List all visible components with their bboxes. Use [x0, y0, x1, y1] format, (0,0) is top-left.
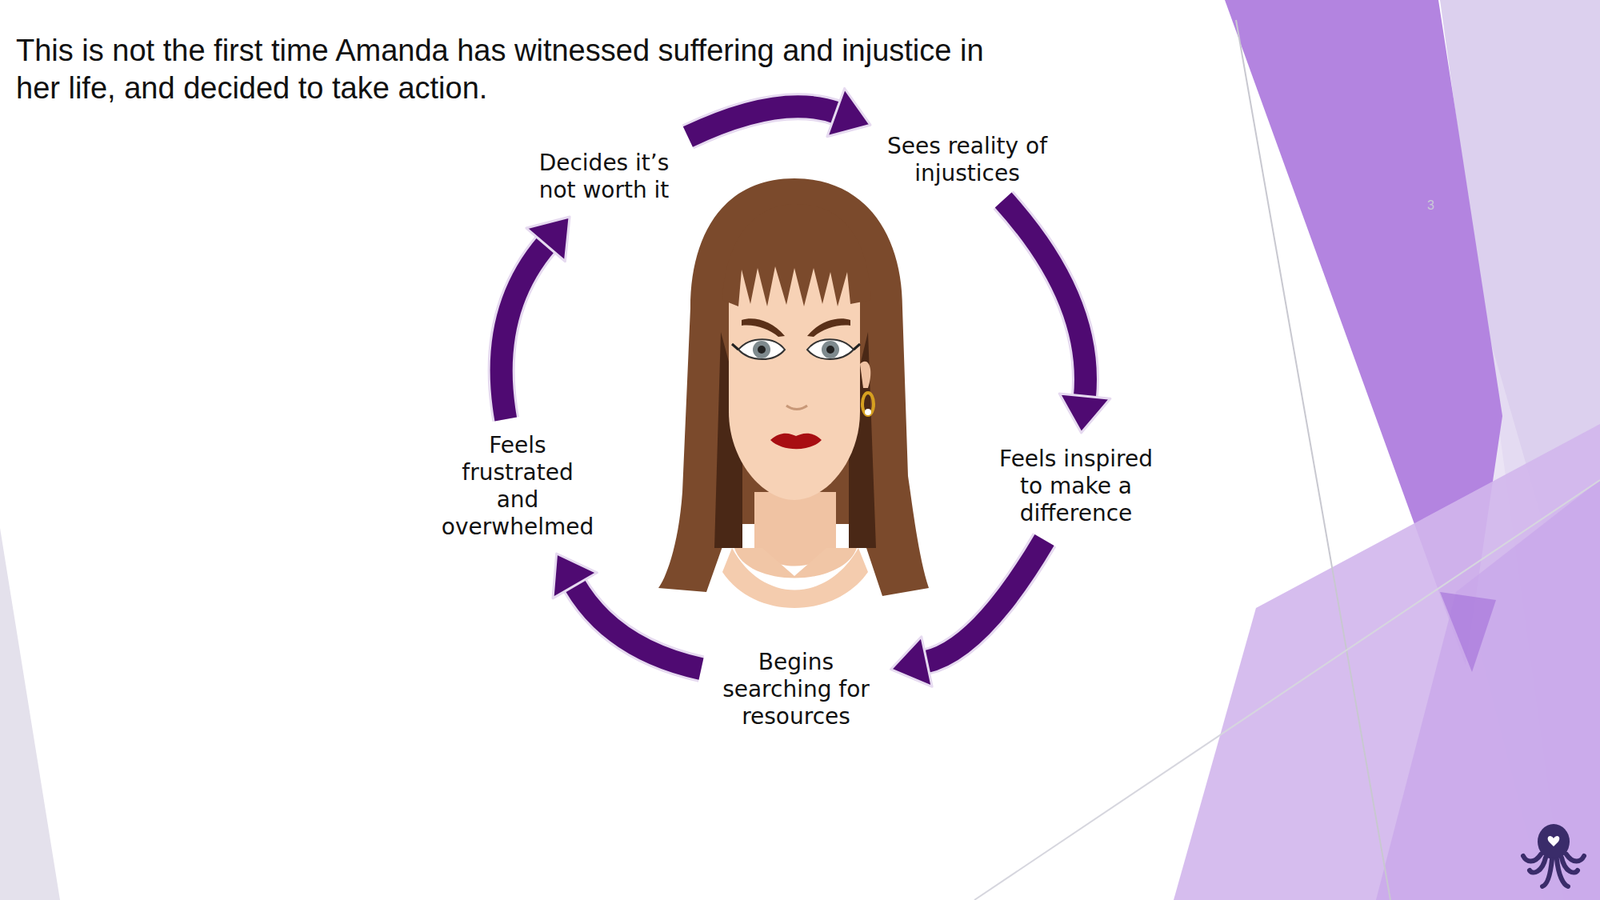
- arrow-body: [1003, 200, 1086, 398]
- cycle-arrow: [1003, 200, 1111, 433]
- cycle-step: Feels frustrated and overwhelmed: [437, 432, 598, 541]
- arrow-body: [501, 243, 548, 420]
- cycle-arrow: [688, 88, 871, 137]
- arrow-body: [688, 106, 838, 137]
- arrow-outline: [925, 540, 1045, 662]
- cycle-step: Feels inspired to make a difference: [986, 445, 1167, 528]
- arrow-head: [526, 216, 570, 262]
- octopus-logo: [1520, 816, 1588, 892]
- arrow-outline: [501, 243, 548, 420]
- cycle-arrow: [501, 216, 570, 420]
- arrow-head: [827, 88, 871, 137]
- cycle-step: Begins searching for resources: [714, 648, 879, 731]
- step-label: Feels frustrated and overwhelmed: [437, 432, 598, 541]
- arrow-outline: [574, 584, 702, 669]
- arrow-outline: [1003, 200, 1086, 398]
- step-label: Feels inspired to make a difference: [986, 445, 1167, 528]
- arrow-outline: [688, 106, 838, 137]
- woman-illustration: [658, 172, 931, 608]
- arrow-body: [925, 540, 1045, 662]
- arrow-head: [552, 553, 597, 599]
- cycle-arrow: [552, 553, 702, 669]
- cycle-arrow: [891, 540, 1045, 687]
- step-label: Begins searching for resources: [714, 648, 879, 731]
- arrow-body: [574, 584, 702, 669]
- cycle-step: Decides it’s not worth it: [524, 149, 684, 204]
- arrow-head: [1059, 393, 1111, 433]
- arrow-head: [891, 636, 933, 688]
- slide-title: This is not the first time Amanda has wi…: [16, 32, 1008, 108]
- step-label: Sees reality of injustices: [883, 132, 1052, 188]
- step-label: Decides it’s not worth it: [524, 149, 684, 204]
- slide-number: 3: [1427, 198, 1435, 213]
- cycle-step: Sees reality of injustices: [883, 132, 1052, 188]
